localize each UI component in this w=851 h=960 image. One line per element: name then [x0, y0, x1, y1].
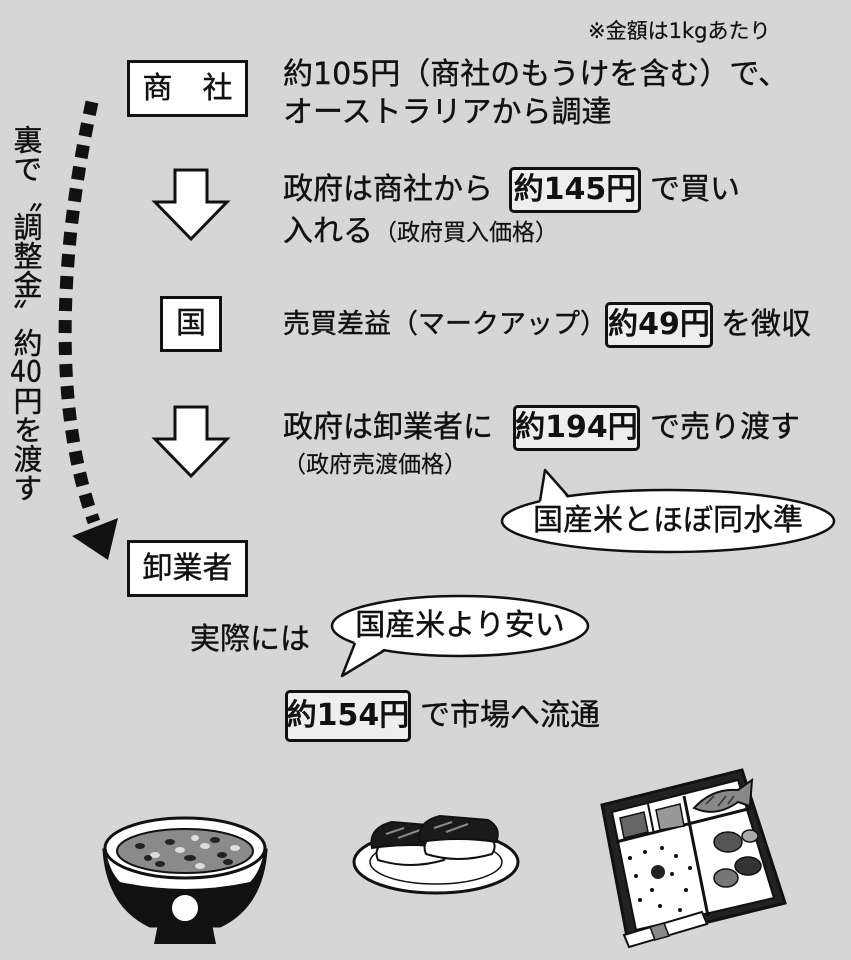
adjustment-payment-label: 裏で〝調整金〟約40円を渡す — [8, 125, 44, 502]
sell-text-pre: 政府は卸業者に — [283, 410, 493, 445]
buy-text-post: で買い — [650, 172, 740, 207]
unit-note: ※金額は1kgあたり — [588, 19, 771, 43]
dashed-arrow-icon — [58, 100, 118, 560]
market-text-post: で市場へ流通 — [420, 698, 600, 733]
down-arrow-icon — [151, 168, 231, 242]
bubble-cheaper-text: 国産米より安い — [355, 608, 565, 643]
markup-text-pre: 売買差益（マークアップ） — [283, 309, 607, 340]
bubble-same-level-text: 国産米とほぼ同水準 — [533, 503, 803, 538]
trading-company-box: 商 社 — [127, 60, 248, 117]
speech-bubble — [500, 468, 836, 554]
procure-line-1: 約105円（商社のもうけを含む）で、 — [283, 57, 789, 92]
bento-icon — [600, 768, 787, 949]
procure-line-2: オーストラリアから調達 — [283, 95, 612, 130]
down-arrow-icon — [151, 405, 231, 479]
markup-price-box: 約49円 — [605, 302, 713, 348]
side-label-number: 40 — [10, 357, 42, 386]
market-lead-text: 実際には — [190, 622, 310, 657]
government-box: 国 — [160, 296, 222, 352]
selling-price-note: （政府売渡価格） — [283, 452, 467, 478]
purchase-price-note: （政府買入価格） — [374, 220, 558, 246]
purchase-price-box: 約145円 — [509, 167, 641, 213]
market-price-box: 約154円 — [285, 690, 411, 742]
sell-text-post: で売り渡す — [650, 410, 800, 445]
side-label-after: 円を渡す — [9, 386, 43, 502]
food-illustrations — [102, 768, 787, 949]
selling-price-box: 約194円 — [513, 405, 640, 451]
wholesaler-box: 卸業者 — [127, 540, 248, 597]
markup-text-post: を徴収 — [721, 307, 811, 342]
rice-bowl-icon — [102, 816, 268, 944]
sushi-icon — [352, 814, 520, 895]
speech-bubble — [330, 594, 590, 678]
side-label-before: 裏で〝調整金〟約 — [9, 125, 43, 357]
buy-text-line-2: 入れる — [283, 214, 373, 249]
buy-text-pre: 政府は商社から — [283, 172, 493, 207]
